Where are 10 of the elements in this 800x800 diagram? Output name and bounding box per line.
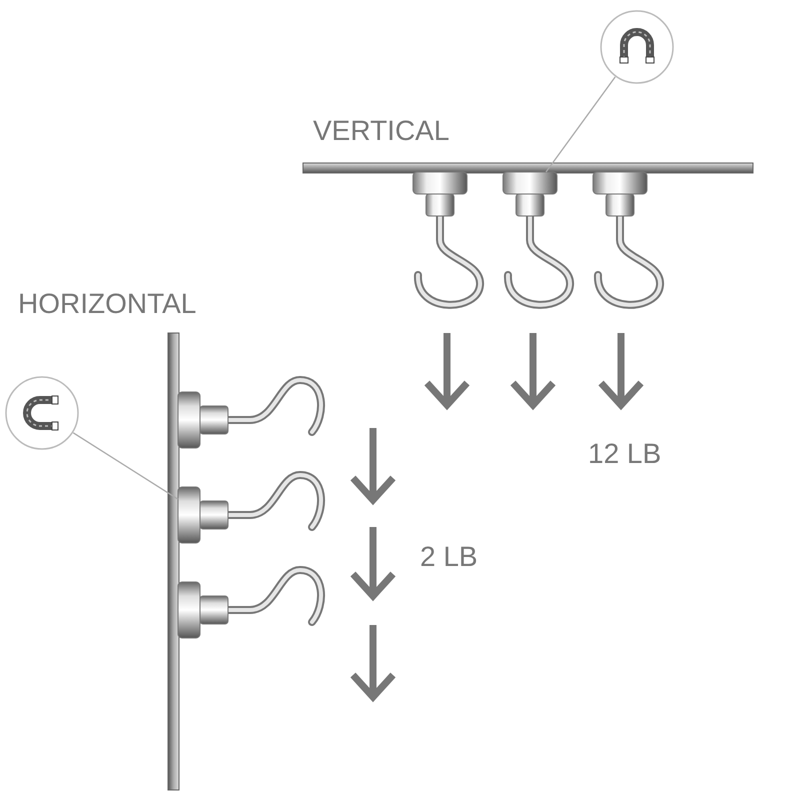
leader-line [72, 432, 178, 500]
caption-label: HORIZONTAL [18, 290, 196, 318]
caption-label: 2 LB [420, 543, 478, 571]
magnet-base [503, 172, 557, 216]
leader-line [545, 76, 616, 172]
magnet-base [178, 487, 228, 543]
caption-label: VERTICAL [313, 117, 450, 145]
magnet-icon [5, 376, 79, 450]
magnet-icon [600, 10, 674, 84]
caption-label: 12 LB [588, 440, 662, 468]
